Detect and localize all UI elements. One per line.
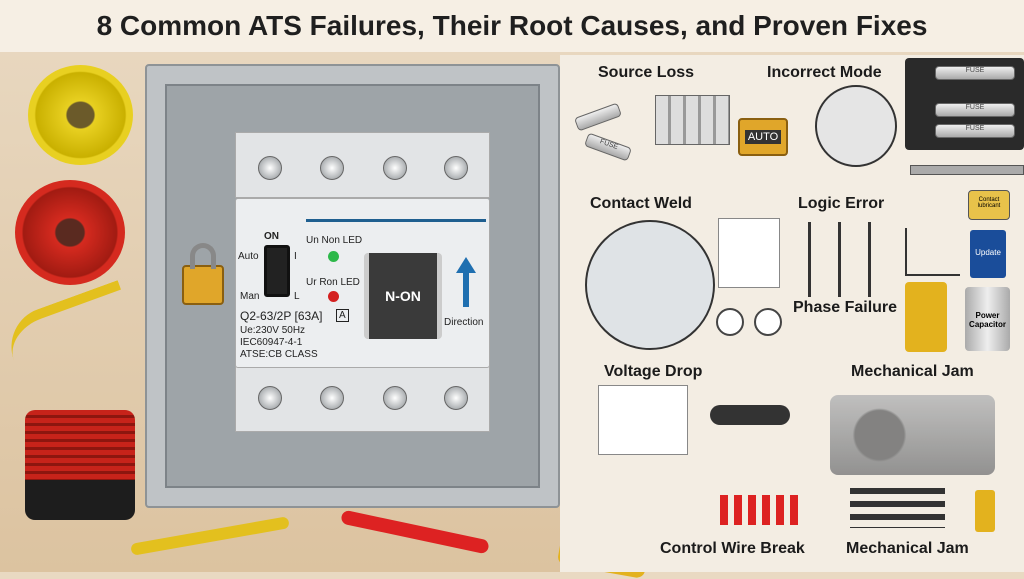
sd-card-icon: Update — [970, 230, 1006, 278]
power-tower-icon — [800, 222, 892, 297]
page-title: 8 Common ATS Failures, Their Root Causes… — [0, 0, 1024, 52]
padlock-auto-icon: AUTO — [738, 118, 788, 156]
logic-diagram — [718, 218, 780, 288]
lubricant-can: Contact lubricant — [968, 190, 1010, 220]
terminal-screw[interactable] — [383, 386, 407, 410]
yellow-wire-coil — [28, 65, 133, 165]
green-led — [328, 251, 339, 262]
spec-class: ATSE:CB CLASS — [240, 349, 318, 360]
gauge-icon — [716, 308, 744, 336]
wire-terminals-icon — [720, 495, 800, 525]
label-phase-failure: Phase Failure — [793, 299, 898, 316]
label-control-wire-break: Control Wire Break — [660, 540, 805, 557]
terminal-screw[interactable] — [258, 156, 282, 180]
label-incorrect-mode: Incorrect Mode — [767, 64, 882, 81]
spec-standard: IEC60947-4-1 — [240, 337, 303, 348]
terminal-screw[interactable] — [320, 386, 344, 410]
screwdriver-set-icon — [850, 488, 945, 528]
direction-arrow-shaft — [463, 271, 469, 307]
auto-tag: AUTO — [744, 130, 782, 144]
direction-arrow-icon — [456, 257, 476, 273]
pliers-icon — [0, 280, 135, 370]
blue-stripe — [306, 219, 486, 222]
l-label: L — [294, 291, 300, 302]
terminal-screw[interactable] — [444, 386, 468, 410]
terminal-screw[interactable] — [444, 156, 468, 180]
padlock-icon — [182, 265, 224, 305]
fuse-block: FUSE FUSE FUSE — [905, 58, 1024, 150]
label-mechanical-jam-2: Mechanical Jam — [846, 540, 969, 557]
oil-can-icon — [975, 490, 995, 532]
red-led — [328, 291, 339, 302]
switch-on-label: ON — [264, 231, 279, 242]
fuse-group-icon — [655, 95, 730, 145]
led1-label: Un Non LED — [306, 235, 363, 246]
caliper-icon — [910, 165, 1024, 175]
spec-voltage: Ue:230V 50Hz — [240, 325, 306, 336]
terminal-screw[interactable] — [320, 156, 344, 180]
padlock-shackle — [190, 243, 216, 269]
label-source-loss: Source Loss — [598, 64, 695, 81]
fuse-label: FUSE — [935, 103, 1015, 117]
wire-spool — [25, 410, 135, 520]
direction-label: Direction — [444, 317, 484, 328]
plc-zoom-circle — [585, 220, 715, 350]
auto-label: Auto — [238, 251, 259, 262]
led2-label: Ur Ron LED — [306, 277, 360, 288]
label-contact-weld: Contact Weld — [590, 195, 692, 212]
voltage-graph-icon — [905, 228, 960, 276]
i-label: I — [294, 251, 297, 262]
gauge-icon — [754, 308, 782, 336]
contactor-zoom-circle — [815, 85, 897, 167]
man-label: Man — [240, 291, 260, 302]
voltage-drop-graph — [598, 385, 688, 455]
multimeter-small-icon — [905, 282, 947, 352]
label-voltage-drop: Voltage Drop — [604, 363, 703, 380]
fuse-label: FUSE — [935, 124, 1015, 138]
label-mechanical-jam: Mechanical Jam — [851, 363, 974, 380]
gear-assembly-icon — [830, 395, 995, 475]
wire-stripper-icon — [340, 509, 490, 555]
terminal-screw[interactable] — [383, 156, 407, 180]
model-label: Q2-63/2P [63A] — [240, 309, 323, 323]
red-wire-coil — [15, 180, 125, 285]
class-box: A — [336, 309, 349, 322]
terminal-screw[interactable] — [258, 386, 282, 410]
crimper-icon — [130, 516, 290, 556]
capacitor-icon: Power Capacitor — [965, 287, 1010, 351]
operating-handle[interactable]: N-ON — [364, 253, 442, 339]
ats-breaker: ON Auto Man I L Un Non LED Ur Ron LED N-… — [235, 198, 490, 368]
wire-cable-icon — [710, 405, 790, 425]
auto-manual-switch[interactable] — [264, 245, 290, 297]
label-logic-error: Logic Error — [798, 195, 885, 212]
fuse-label: FUSE — [935, 66, 1015, 80]
